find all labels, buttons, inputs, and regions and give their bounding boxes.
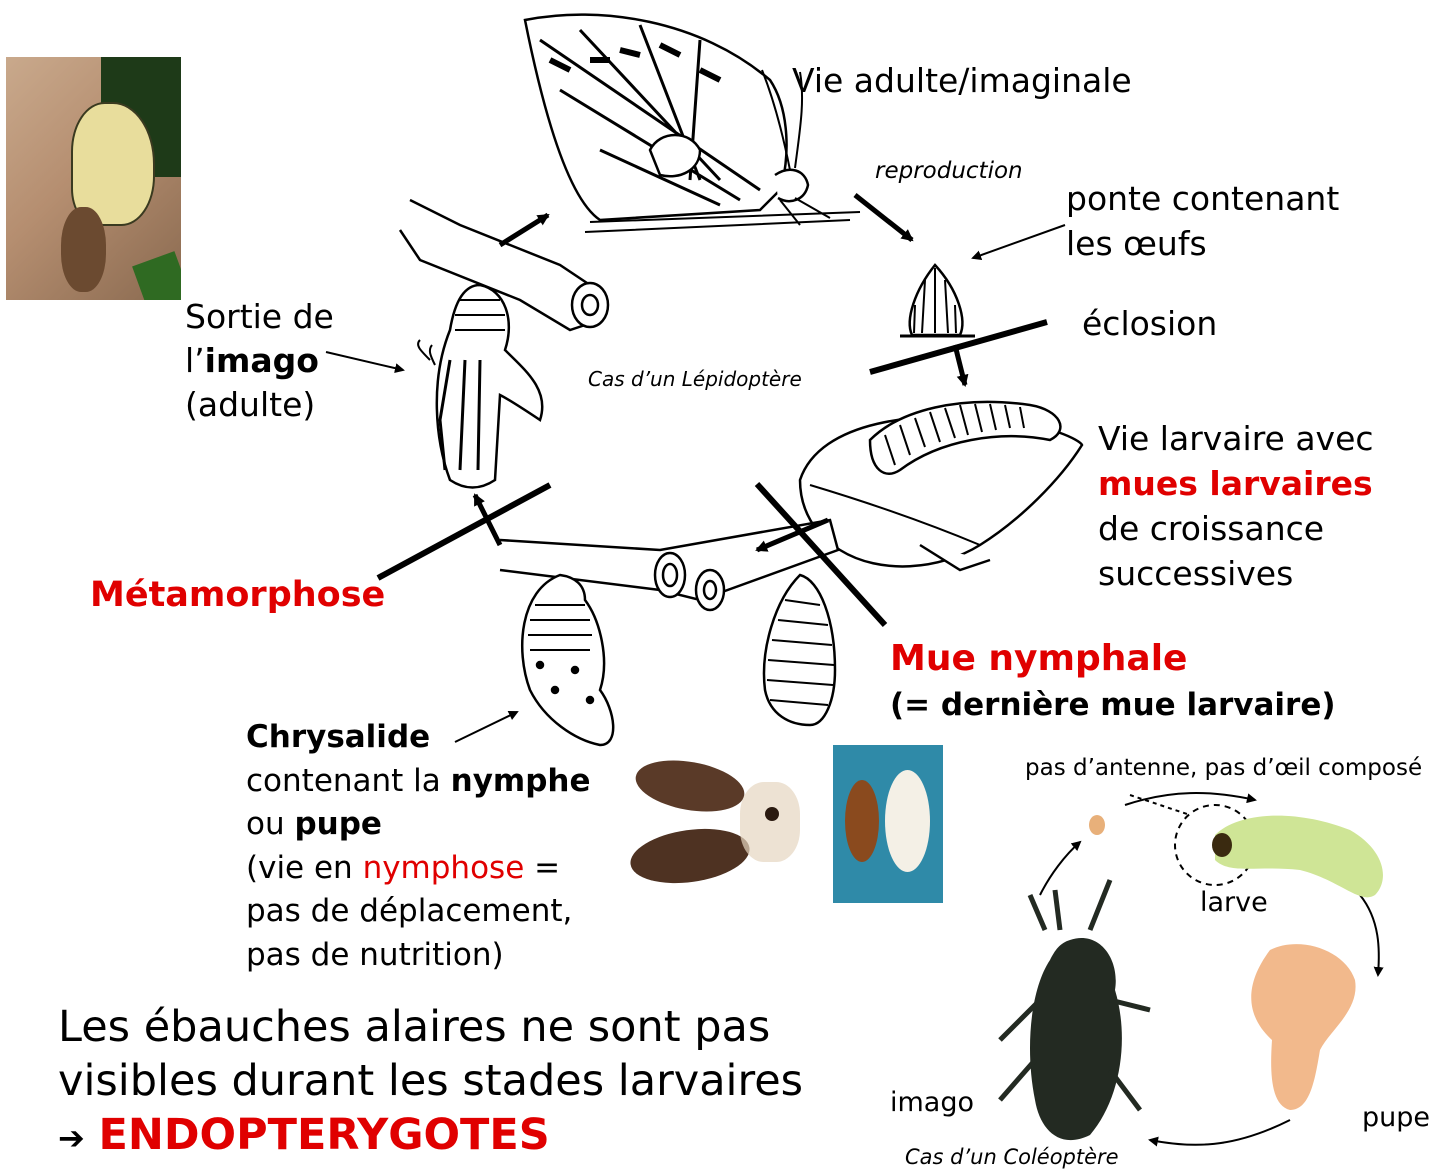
right-arrow-icon: ➔: [58, 1119, 85, 1157]
imago-exit-label: Sortie de l’imago (adulte): [185, 295, 334, 427]
beetle-imago-label: imago: [890, 1087, 974, 1119]
beetle-pupa: [1251, 944, 1355, 1110]
metamorphosis-label: Métamorphose: [90, 575, 385, 616]
reproduction-label: reproduction: [875, 158, 1023, 185]
beetle-larva-label: larve: [1200, 887, 1268, 919]
larval-line-1: Vie larvaire avec: [1098, 416, 1374, 461]
chrysalis-term: Chrysalide: [246, 716, 591, 760]
chrysalis-line-3-text: ou: [246, 806, 294, 842]
endopterygotes-term: ENDOPTERYGOTES: [98, 1110, 549, 1160]
chrysalis-line-4-text: (vie en: [246, 850, 363, 886]
conclusion-line-3: ➔ ENDOPTERYGOTES: [58, 1108, 803, 1165]
egg-laying-line-2: les œufs: [1066, 221, 1339, 266]
emerging-swallowtail-photo: [6, 57, 181, 300]
chrysalis-line-2-text: contenant la: [246, 763, 451, 799]
pupae-cocoon-photo: [625, 752, 825, 892]
beetle-egg: [1089, 815, 1105, 835]
chrysalis-line-4-suffix: =: [524, 850, 560, 886]
imago-exit-line-1: Sortie de: [185, 295, 334, 339]
lepidoptera-caption: Cas d’un Lépidoptère: [588, 368, 802, 392]
larval-life-label: Vie larvaire avec mues larvaires de croi…: [1098, 416, 1374, 596]
pupa-term: pupe: [294, 806, 381, 842]
prepupa-drawing: [764, 575, 835, 725]
silkworm-pupa-cocoon-photo: [833, 745, 943, 903]
beetle-egg-note: pas d’antenne, pas d’œil composé: [1025, 755, 1422, 782]
nymphosis-term: nymphose: [363, 850, 525, 886]
larval-line-3: de croissance: [1098, 506, 1374, 551]
chrysalis-line-3: ou pupe: [246, 803, 591, 847]
emerging-imago-drawing: [418, 285, 542, 488]
imago-exit-line-3: (adulte): [185, 383, 334, 427]
beetle-larva: [1212, 816, 1383, 898]
chrysalis-line-6: pas de nutrition): [246, 934, 591, 978]
beetle-pupa-label: pupe: [1362, 1102, 1430, 1134]
beetle-adult: [1000, 880, 1150, 1140]
chrysalis-line-2: contenant la nymphe: [246, 760, 591, 804]
conclusion-line-1: Les ébauches alaires ne sont pas: [58, 1000, 803, 1054]
imago-term: imago: [205, 341, 319, 380]
butterfly-drawing: [525, 15, 860, 232]
egg-drawing: [900, 265, 975, 336]
nymphal-molt-label: Mue nymphale: [890, 638, 1187, 680]
chrysalis-line-5: pas de déplacement,: [246, 890, 591, 934]
hatching-label: éclosion: [1082, 305, 1217, 344]
adult-life-label: Vie adulte/imaginale: [792, 62, 1132, 101]
imago-exit-line-2: l’imago: [185, 339, 334, 383]
caterpillar-on-leaf-drawing: [800, 402, 1082, 570]
conclusion-line-2: visibles durant les stades larvaires: [58, 1054, 803, 1108]
larval-line-4: successives: [1098, 551, 1374, 596]
chrysalis-line-4: (vie en nymphose =: [246, 847, 591, 891]
conclusion-text: Les ébauches alaires ne sont pas visible…: [58, 1000, 803, 1165]
nymph-term: nymphe: [451, 763, 591, 799]
coleoptera-caption: Cas d’un Coléoptère: [905, 1145, 1119, 1170]
imago-exit-prefix: l’: [185, 341, 205, 380]
egg-laying-line-1: ponte contenant: [1066, 176, 1339, 221]
larval-molts-highlight: mues larvaires: [1098, 461, 1374, 506]
egg-laying-label: ponte contenant les œufs: [1066, 176, 1339, 266]
chrysalis-label: Chrysalide contenant la nymphe ou pupe (…: [246, 716, 591, 977]
nymphal-molt-note: (= dernière mue larvaire): [890, 687, 1336, 724]
